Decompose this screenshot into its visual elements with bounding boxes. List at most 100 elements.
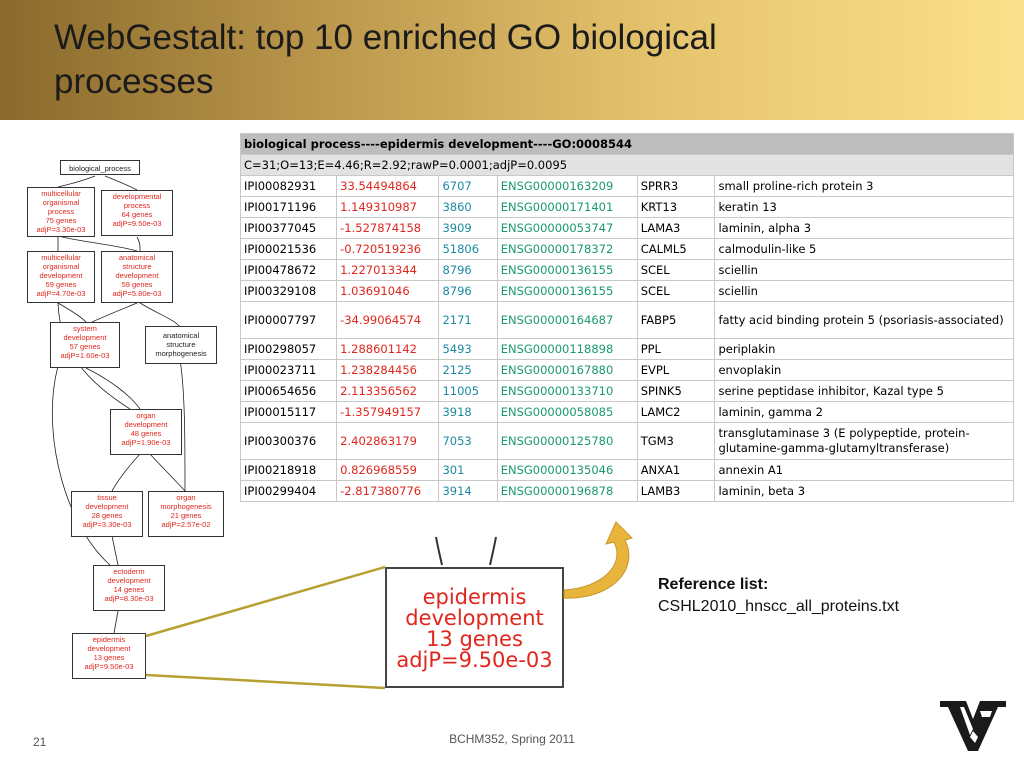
- entrez-id-cell: 3914: [438, 480, 498, 502]
- ensembl-id-cell: ENSG00000136155: [496, 259, 638, 281]
- entrez-id-cell: 8796: [438, 280, 498, 302]
- node-text: multicellular: [41, 253, 81, 262]
- protein-id-cell: IPI00171196: [239, 196, 338, 218]
- table-stats-row: C=31;O=13;E=4.46;R=2.92;rawP=0.0001;adjP…: [240, 154, 1014, 176]
- go-node-root[interactable]: biological_process: [60, 160, 140, 175]
- node-text: organismal: [42, 198, 80, 207]
- node-text: adjP=8.30e-03: [104, 594, 154, 603]
- protein-id-cell: IPI00654656: [239, 380, 338, 402]
- ensembl-id-cell: ENSG00000118898: [496, 338, 638, 360]
- entrez-id-cell: 3860: [438, 196, 498, 218]
- fold-change-cell: 1.238284456: [336, 359, 440, 381]
- node-text: 57 genes: [69, 342, 101, 351]
- ensembl-id-cell: ENSG00000163209: [496, 175, 638, 197]
- go-node-multicellular-organismal-process[interactable]: multicellular organismal process 75 gene…: [27, 187, 95, 237]
- node-text: adjP=4.70e-03: [36, 289, 86, 298]
- gene-description-cell: annexin A1: [714, 459, 1014, 481]
- node-text: development: [124, 420, 168, 429]
- node-text: multicellular: [41, 189, 81, 198]
- gene-symbol-cell: TGM3: [636, 422, 716, 460]
- entrez-id-cell: 3918: [438, 401, 498, 423]
- fold-change-cell: 1.03691046: [336, 280, 440, 302]
- go-node-anatomical-structure-morphogenesis[interactable]: anatomical structure morphogenesis: [145, 326, 217, 364]
- gene-symbol-cell: FABP5: [636, 301, 716, 339]
- gene-symbol-cell: PPL: [636, 338, 716, 360]
- node-text: adjP=3.30e-03: [36, 225, 86, 234]
- node-text: 28 genes: [91, 511, 123, 520]
- go-node-developmental-process[interactable]: developmental process 64 genes adjP=9.50…: [101, 190, 173, 236]
- go-node-ectoderm-development[interactable]: ectoderm development 14 genes adjP=8.30e…: [93, 565, 165, 611]
- ensembl-id-cell: ENSG00000053747: [496, 217, 638, 239]
- gene-symbol-cell: LAMC2: [636, 401, 716, 423]
- vanderbilt-logo-icon: [940, 701, 1006, 751]
- node-text: development: [87, 644, 131, 653]
- fold-change-cell: 33.54494864: [336, 175, 440, 197]
- go-node-root-label: biological_process: [69, 164, 131, 173]
- fold-change-cell: -2.817380776: [336, 480, 440, 502]
- go-node-organ-morphogenesis[interactable]: organ morphogenesis 21 genes adjP=2.57e-…: [148, 491, 224, 537]
- fold-change-cell: 1.227013344: [336, 259, 440, 281]
- ensembl-id-cell: ENSG00000196878: [496, 480, 638, 502]
- go-node-epidermis-development[interactable]: epidermis development 13 genes adjP=9.50…: [72, 633, 146, 679]
- zoom-line: development: [405, 606, 544, 630]
- reference-label: Reference list:: [658, 576, 769, 593]
- fold-change-cell: 2.402863179: [336, 422, 440, 460]
- table-header: biological process----epidermis developm…: [240, 133, 1014, 155]
- gene-description-cell: transglutaminase 3 (E polypeptide, prote…: [714, 422, 1014, 460]
- curved-arrow-icon: [563, 521, 633, 599]
- node-text: ectoderm: [113, 567, 145, 576]
- gene-description-cell: periplakin: [714, 338, 1014, 360]
- ensembl-id-cell: ENSG00000136155: [496, 280, 638, 302]
- reference-value: CSHL2010_hnscc_all_proteins.txt: [658, 598, 900, 615]
- ensembl-id-cell: ENSG00000058085: [496, 401, 638, 423]
- protein-id-cell: IPI00021536: [239, 238, 338, 260]
- node-text: adjP=9.50e-03: [112, 219, 162, 228]
- node-text: 75 genes: [45, 216, 77, 225]
- node-text: organ: [136, 411, 156, 420]
- gene-description-cell: sciellin: [714, 280, 1014, 302]
- protein-id-cell: IPI00015117: [239, 401, 338, 423]
- node-text: adjP=3.30e-03: [82, 520, 132, 529]
- node-text: 21 genes: [170, 511, 202, 520]
- node-text: adjP=1.90e-03: [121, 438, 171, 447]
- gene-description-cell: calmodulin-like 5: [714, 238, 1014, 260]
- go-node-multicellular-organismal-development[interactable]: multicellular organismal development 59 …: [27, 251, 95, 303]
- gene-symbol-cell: KRT13: [636, 196, 716, 218]
- node-text: 59 genes: [45, 280, 77, 289]
- gene-description-cell: serine peptidase inhibitor, Kazal type 5: [714, 380, 1014, 402]
- ensembl-id-cell: ENSG00000178372: [496, 238, 638, 260]
- ensembl-id-cell: ENSG00000171401: [496, 196, 638, 218]
- node-text: organ: [176, 493, 196, 502]
- node-text: system: [73, 324, 97, 333]
- node-text: morphogenesis: [160, 502, 212, 511]
- node-text: epidermis: [92, 635, 126, 644]
- ensembl-id-cell: ENSG00000167880: [496, 359, 638, 381]
- title-banner: [0, 0, 1024, 120]
- ensembl-id-cell: ENSG00000133710: [496, 380, 638, 402]
- go-node-system-development[interactable]: system development 57 genes adjP=1.60e-0…: [50, 322, 120, 368]
- entrez-id-cell: 2125: [438, 359, 498, 381]
- protein-id-cell: IPI00082931: [239, 175, 338, 197]
- protein-id-cell: IPI00299404: [239, 480, 338, 502]
- entrez-id-cell: 301: [438, 459, 498, 481]
- protein-id-cell: IPI00218918: [239, 459, 338, 481]
- go-node-organ-development[interactable]: organ development 48 genes adjP=1.90e-03: [110, 409, 182, 455]
- go-node-anatomical-structure-development[interactable]: anatomical structure development 59 gene…: [101, 251, 173, 303]
- zoom-line: adjP=9.50e-03: [396, 648, 553, 672]
- node-text: organismal: [42, 262, 80, 271]
- node-text: adjP=5.80e-03: [112, 289, 162, 298]
- gene-symbol-cell: LAMA3: [636, 217, 716, 239]
- page-number: 21: [33, 735, 47, 749]
- go-node-tissue-development[interactable]: tissue development 28 genes adjP=3.30e-0…: [71, 491, 143, 537]
- node-text: 48 genes: [130, 429, 162, 438]
- gene-symbol-cell: SCEL: [636, 259, 716, 281]
- node-text: development: [85, 502, 129, 511]
